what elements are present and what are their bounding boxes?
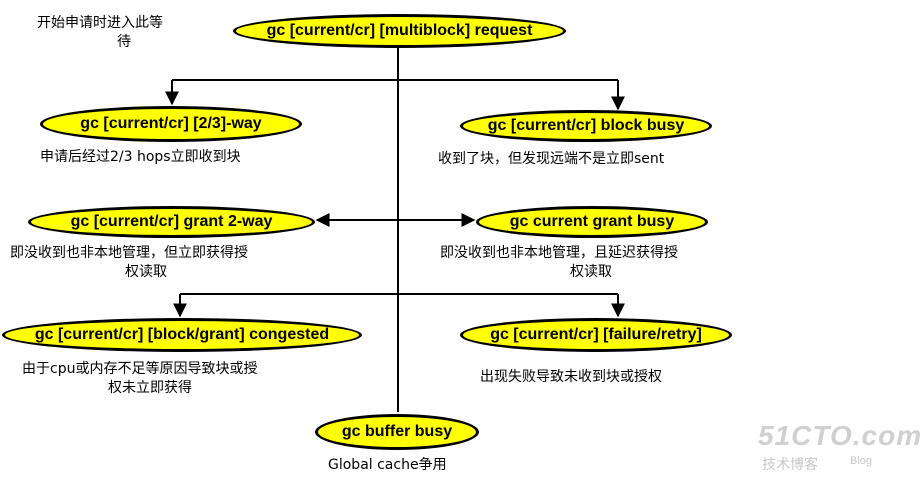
node-grant-busy: gc current grant busy bbox=[476, 206, 708, 238]
node-2-3-way: gc [current/cr] [2/3]-way bbox=[40, 106, 302, 142]
note-buffer-busy: Global cache争用 bbox=[328, 457, 447, 473]
note-grant-busy: 即没收到也非本地管理，且延迟获得授 权读取 bbox=[440, 245, 678, 280]
note-wait-start: 开始申请时进入此等 待 bbox=[37, 15, 163, 50]
node-failure-retry: gc [current/cr] [failure/retry] bbox=[460, 318, 732, 352]
node-buffer-busy: gc buffer busy bbox=[315, 414, 479, 450]
note-failure-retry: 出现失败导致未收到块或授权 bbox=[480, 369, 662, 385]
node-grant-2way: gc [current/cr] grant 2-way bbox=[28, 206, 315, 238]
node-multiblock-request: gc [current/cr] [multiblock] request bbox=[233, 14, 566, 48]
note-grant-2way: 即没收到也非本地管理，但立即获得授 权读取 bbox=[10, 245, 248, 280]
node-congested: gc [current/cr] [block/grant] congested bbox=[2, 318, 362, 352]
watermark-blog: Blog bbox=[850, 455, 873, 467]
watermark-site: 51CTO.com bbox=[758, 420, 922, 451]
note-congested: 由于cpu或内存不足等原因导致块或授 权未立即获得 bbox=[22, 361, 258, 396]
connector-lines bbox=[165, 46, 625, 412]
note-block-busy: 收到了块，但发现远端不是立即sent bbox=[438, 151, 665, 167]
node-block-busy: gc [current/cr] block busy bbox=[460, 110, 712, 142]
watermark-subtitle: 技术博客 bbox=[762, 457, 818, 473]
note-2-3-way: 申请后经过2/3 hops立即收到块 bbox=[40, 149, 241, 165]
